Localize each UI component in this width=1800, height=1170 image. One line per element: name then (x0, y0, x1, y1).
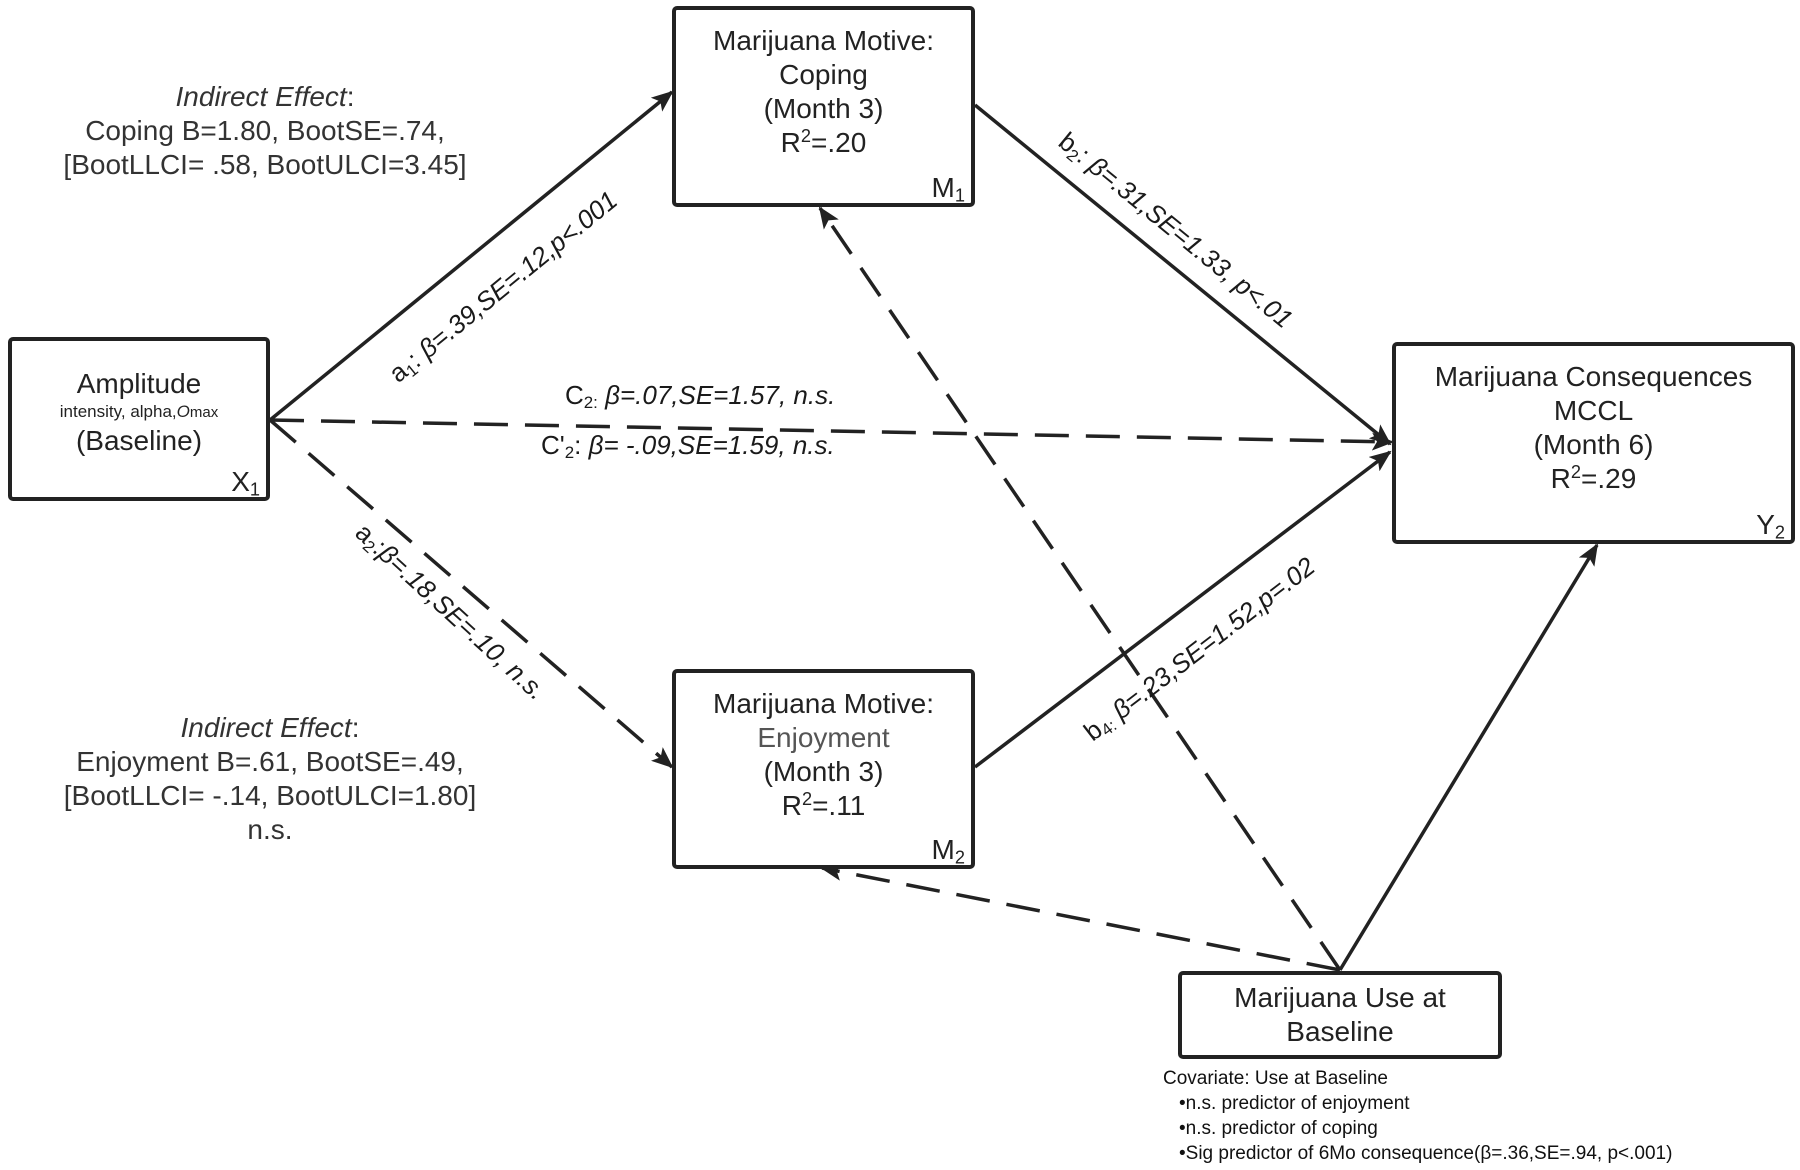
node-amplitude: Amplitude intensity, alpha,Omax (Baselin… (8, 337, 270, 501)
node-enjoyment: Marijuana Motive: Enjoyment (Month 3) R2… (672, 669, 975, 869)
node-coping-tag: M1 (931, 172, 965, 206)
node-amplitude-title: Amplitude (76, 368, 202, 399)
node-consequences-tag: Y2 (1756, 509, 1785, 543)
path-a2-arrow (268, 418, 674, 769)
node-baseline-use-line2: Baseline (1286, 1016, 1394, 1047)
node-enjoyment-r2: R2=.11 (781, 789, 866, 821)
node-coping-line2: Coping (779, 59, 868, 90)
node-enjoyment-line1: Marijuana Motive: (713, 688, 934, 719)
node-coping-r2: R2=.20 (780, 126, 867, 158)
note-indirect-coping-line1: Coping B=1.80, BootSE=.74, (85, 115, 445, 146)
node-amplitude-subtitle: intensity, alpha,Omax (59, 402, 219, 421)
node-consequences-line1: Marijuana Consequences (1434, 361, 1753, 392)
note-indirect-coping-heading: Indirect Effect: (175, 81, 355, 112)
path-b4-arrow (973, 450, 1392, 769)
node-coping-line1: Marijuana Motive: (713, 25, 934, 56)
node-consequences: Marijuana Consequences MCCL (Month 6) R2… (1392, 342, 1795, 544)
path-cov-y2-arrow (1338, 543, 1599, 971)
note-indirect-enjoyment: Indirect Effect: Enjoyment B=.61, BootSE… (0, 711, 540, 847)
node-consequences-line2: MCCL (1553, 395, 1634, 426)
note-indirect-enjoyment-line3: n.s. (247, 814, 293, 845)
path-cov-m1-arrow (818, 206, 1342, 971)
note-covariate-item: •n.s. predictor of coping (1179, 1118, 1378, 1139)
node-coping-line3: (Month 3) (763, 93, 884, 124)
node-enjoyment-tag: M2 (931, 834, 965, 868)
path-a1-arrow (268, 90, 674, 422)
note-covariate-item: •Sig predictor of 6Mo consequence(β=.36,… (1179, 1143, 1673, 1164)
node-amplitude-time: (Baseline) (75, 425, 203, 456)
path-c2-arrow (269, 418, 1394, 451)
path-b2-arrow (973, 103, 1392, 446)
node-coping: Marijuana Motive: Coping (Month 3) R2=.2… (672, 6, 975, 207)
label-path-c2-prime: C'2: β= -.09,SE=1.59, n.s. (541, 430, 835, 463)
path-cov-m2-arrow (820, 863, 1341, 972)
note-indirect-enjoyment-line1: Enjoyment B=.61, BootSE=.49, (76, 746, 464, 777)
node-enjoyment-line3: (Month 3) (763, 756, 884, 787)
note-covariate-item: •n.s. predictor of enjoyment (1179, 1093, 1410, 1114)
note-indirect-enjoyment-line2: [BootLLCI= -.14, BootULCI=1.80] (63, 780, 477, 811)
label-path-c2: C2: β=.07,SE=1.57, n.s. (565, 380, 836, 413)
node-baseline-use-line1: Marijuana Use at (1234, 982, 1446, 1013)
node-consequences-line3: (Month 6) (1533, 429, 1654, 460)
note-indirect-coping-line2: [BootLLCI= .58, BootULCI=3.45] (63, 149, 467, 180)
note-indirect-coping: Indirect Effect: Coping B=1.80, BootSE=.… (0, 80, 530, 182)
note-covariate-title: Covariate: Use at Baseline (1163, 1068, 1388, 1089)
note-indirect-enjoyment-heading: Indirect Effect: (180, 712, 360, 743)
node-consequences-r2: R2=.29 (1550, 462, 1637, 494)
note-covariate: Covariate: Use at Baseline •n.s. predict… (1163, 1066, 1672, 1166)
node-amplitude-tag: X1 (231, 466, 260, 500)
node-baseline-use: Marijuana Use at Baseline (1178, 971, 1502, 1059)
node-enjoyment-line2: Enjoyment (757, 722, 890, 753)
